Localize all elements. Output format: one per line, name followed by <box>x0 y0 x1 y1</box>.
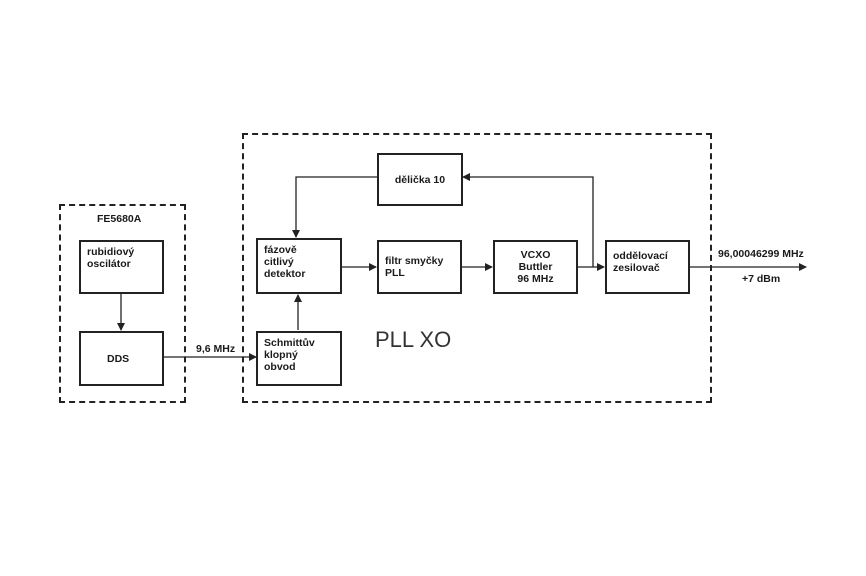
dds-block: DDS <box>79 331 164 386</box>
fe5680a-group-title: FE5680A <box>97 213 142 225</box>
pll-xo-group-title: PLL XO <box>375 327 452 352</box>
vcxo-block: VCXO Buttler 96 MHz <box>493 240 578 294</box>
wire-vcxo-to-divider <box>462 173 594 267</box>
rubidium-oscillator-block: rubidiový oscilátor <box>79 240 164 294</box>
divider-block: dělička 10 <box>377 153 463 206</box>
pll-xo-group <box>242 133 712 403</box>
output-power-label: +7 dBm <box>742 273 781 285</box>
buffer-amplifier-block: oddělovací zesilovač <box>605 240 690 294</box>
dds-output-frequency-label: 9,6 MHz <box>196 343 236 355</box>
phase-detector-block: fázově citlivý detektor <box>256 238 342 294</box>
output-frequency-label: 96,00046299 MHz <box>718 248 804 260</box>
schmitt-trigger-block: Schmittův klopný obvod <box>256 331 342 386</box>
fe5680a-group <box>59 204 186 403</box>
loop-filter-block: filtr smyčky PLL <box>377 240 462 294</box>
wire-divider-to-detector <box>292 176 377 238</box>
